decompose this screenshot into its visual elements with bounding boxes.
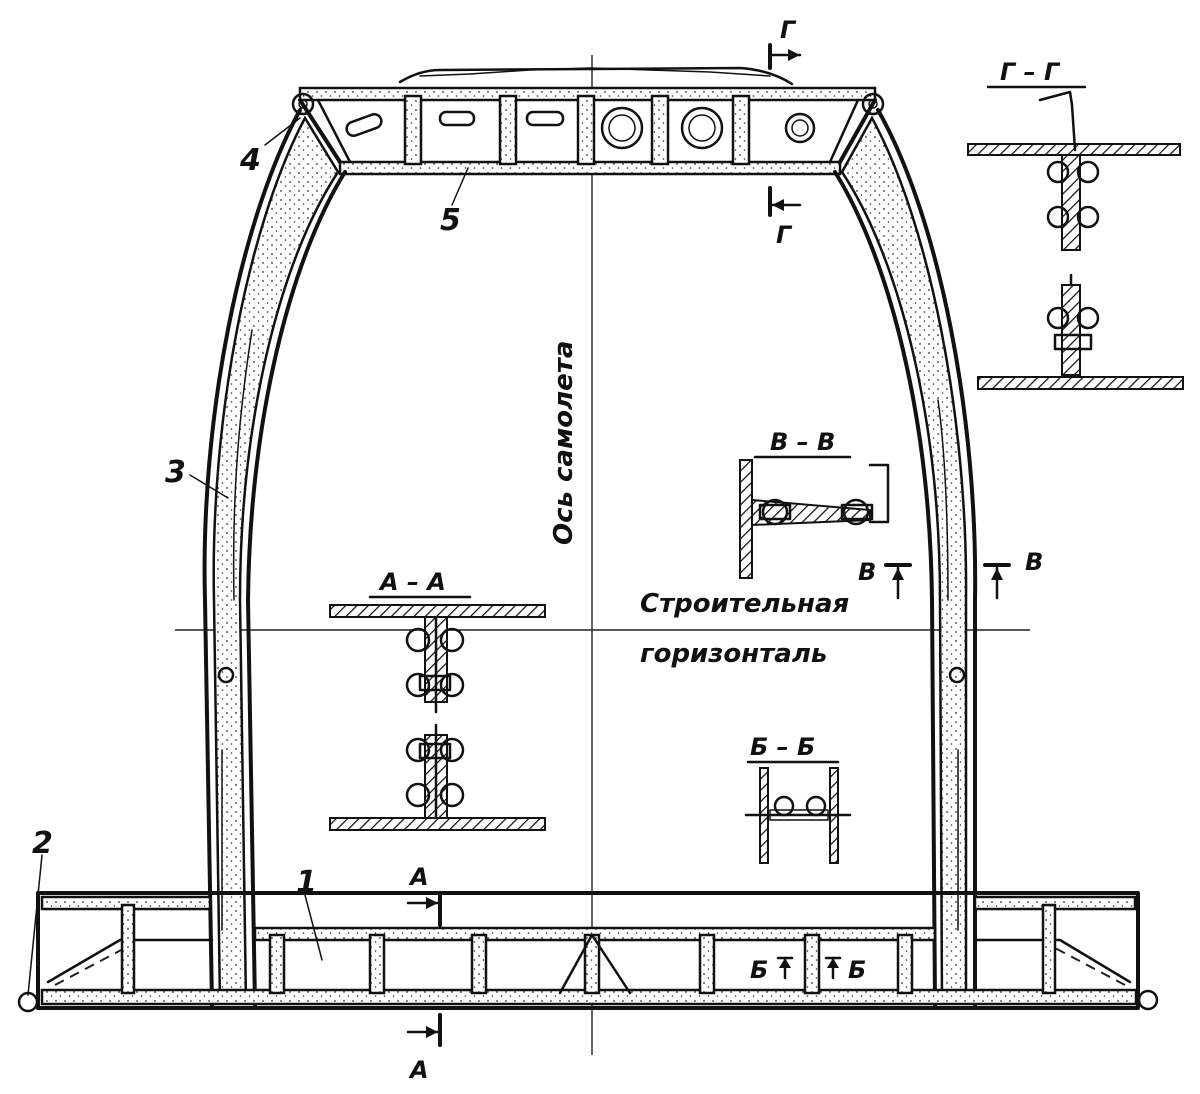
section-g-g-title: Г – Г bbox=[1000, 58, 1061, 86]
section-a-a-detail bbox=[329, 595, 546, 831]
cut-mark-b-left: Б bbox=[750, 956, 768, 984]
bottom-beam bbox=[17, 891, 1159, 1013]
cut-mark-v-right: В bbox=[1025, 548, 1043, 576]
cut-mark-a-top: А bbox=[408, 863, 429, 891]
cut-mark-g-bottom: Г bbox=[776, 221, 793, 249]
section-v-v-detail bbox=[739, 455, 890, 579]
part-label-2: 2 bbox=[32, 826, 53, 861]
cutting-plane-marks bbox=[406, 43, 1011, 1047]
cut-mark-a-bottom: А bbox=[408, 1056, 429, 1084]
part-label-3: 3 bbox=[165, 455, 186, 490]
top-beam bbox=[291, 66, 885, 176]
cut-mark-g-top: Г bbox=[780, 16, 797, 44]
aircraft-axis-label: Ось самолета bbox=[549, 341, 579, 545]
cut-mark-v-left: В bbox=[858, 558, 876, 586]
cut-mark-b-right: Б bbox=[848, 956, 866, 984]
part-label-5: 5 bbox=[440, 203, 461, 238]
section-a-a-title: А – А bbox=[378, 568, 446, 596]
section-v-v-title: В – В bbox=[770, 428, 835, 456]
part-label-1: 1 bbox=[296, 865, 317, 900]
right-arch bbox=[833, 108, 978, 1007]
part-label-4: 4 bbox=[239, 143, 261, 178]
construction-horizontal-label-line2: горизонталь bbox=[640, 639, 827, 669]
construction-horizontal-label-line1: Строительная bbox=[640, 589, 849, 619]
left-arch bbox=[202, 108, 347, 1007]
section-b-b-title: Б – Б bbox=[750, 733, 815, 761]
callout-leaders bbox=[27, 117, 469, 996]
section-g-g-detail bbox=[967, 85, 1184, 390]
section-b-b-detail bbox=[744, 760, 852, 864]
